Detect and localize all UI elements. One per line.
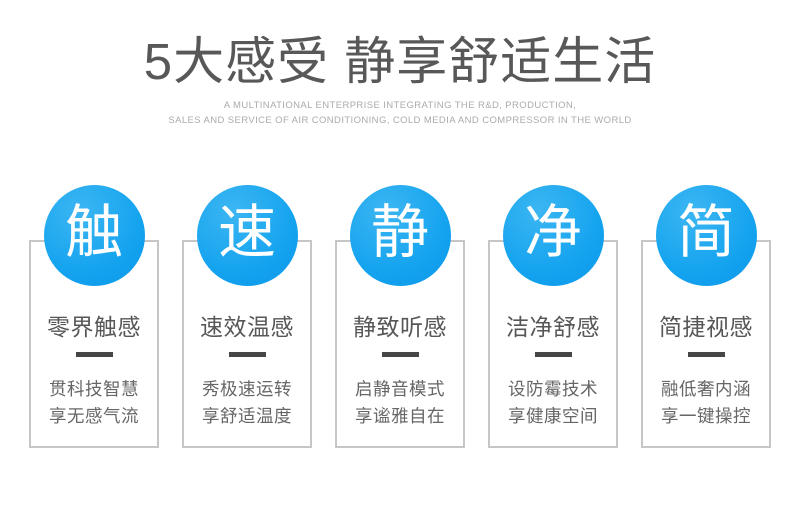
feature-card-box: 速效温感 秀极速运转 享舒适温度 — [182, 239, 312, 448]
description-line-2: 享无感气流 — [49, 405, 139, 426]
feature-cards-row: 触 零界触感 贯科技智慧 享无感气流 速 速效温感 秀极速运转 享舒适温度 — [0, 184, 800, 448]
card-description: 贯科技智慧 享无感气流 — [31, 376, 157, 430]
card-heading: 静致听感 — [353, 313, 447, 340]
subtitle-line-2: SALES AND SERVICE OF AIR CONDITIONING, C… — [168, 114, 632, 126]
feature-badge-circle: 简 — [655, 184, 757, 286]
heading-underline — [381, 351, 419, 357]
card-description: 设防霉技术 享健康空间 — [490, 376, 616, 430]
card-description: 融低奢内涵 享一键操控 — [643, 376, 769, 430]
badge-character: 触 — [64, 200, 123, 266]
description-line-2: 享一键操控 — [661, 405, 751, 426]
heading-underline — [75, 351, 113, 357]
feature-card-box: 洁净舒感 设防霉技术 享健康空间 — [488, 239, 618, 448]
badge-character: 简 — [676, 200, 735, 266]
heading-underline — [687, 351, 725, 357]
description-line-1: 融低奢内涵 — [661, 378, 751, 399]
card-heading: 洁净舒感 — [506, 313, 600, 340]
description-line-2: 享谧雅自在 — [355, 405, 445, 426]
description-line-1: 贯科技智慧 — [49, 378, 139, 399]
description-line-1: 设防霉技术 — [508, 378, 598, 399]
badge-character: 速 — [217, 200, 276, 266]
description-line-1: 秀极速运转 — [202, 378, 292, 399]
card-description: 启静音模式 享谧雅自在 — [337, 376, 463, 430]
page-subtitle: A MULTINATIONAL ENTERPRISE INTEGRATING T… — [0, 99, 800, 128]
badge-character: 静 — [370, 200, 429, 266]
description-line-2: 享健康空间 — [508, 405, 598, 426]
feature-badge-circle: 触 — [43, 184, 145, 286]
feature-card-quiet: 静 静致听感 启静音模式 享谧雅自在 — [335, 184, 465, 448]
feature-card-speed: 速 速效温感 秀极速运转 享舒适温度 — [182, 184, 312, 448]
card-heading: 零界触感 — [47, 313, 141, 340]
card-heading: 简捷视感 — [659, 313, 753, 340]
page-title: 5大感受 静享舒适生活 — [143, 33, 657, 90]
description-line-1: 启静音模式 — [355, 378, 445, 399]
banner-header: 5大感受 静享舒适生活 A MULTINATIONAL ENTERPRISE I… — [0, 0, 800, 129]
feature-badge-circle: 速 — [196, 184, 298, 286]
subtitle-line-1: A MULTINATIONAL ENTERPRISE INTEGRATING T… — [223, 100, 577, 112]
feature-badge-circle: 净 — [502, 184, 604, 286]
feature-badge-circle: 静 — [349, 184, 451, 286]
heading-underline — [534, 351, 572, 357]
feature-card-clean: 净 洁净舒感 设防霉技术 享健康空间 — [488, 184, 618, 448]
badge-character: 净 — [523, 200, 582, 266]
heading-underline — [228, 351, 266, 357]
card-description: 秀极速运转 享舒适温度 — [184, 376, 310, 430]
feature-card-simple: 简 简捷视感 融低奢内涵 享一键操控 — [641, 184, 771, 448]
card-heading: 速效温感 — [200, 313, 294, 340]
description-line-2: 享舒适温度 — [202, 405, 292, 426]
feature-card-touch: 触 零界触感 贯科技智慧 享无感气流 — [29, 184, 159, 448]
